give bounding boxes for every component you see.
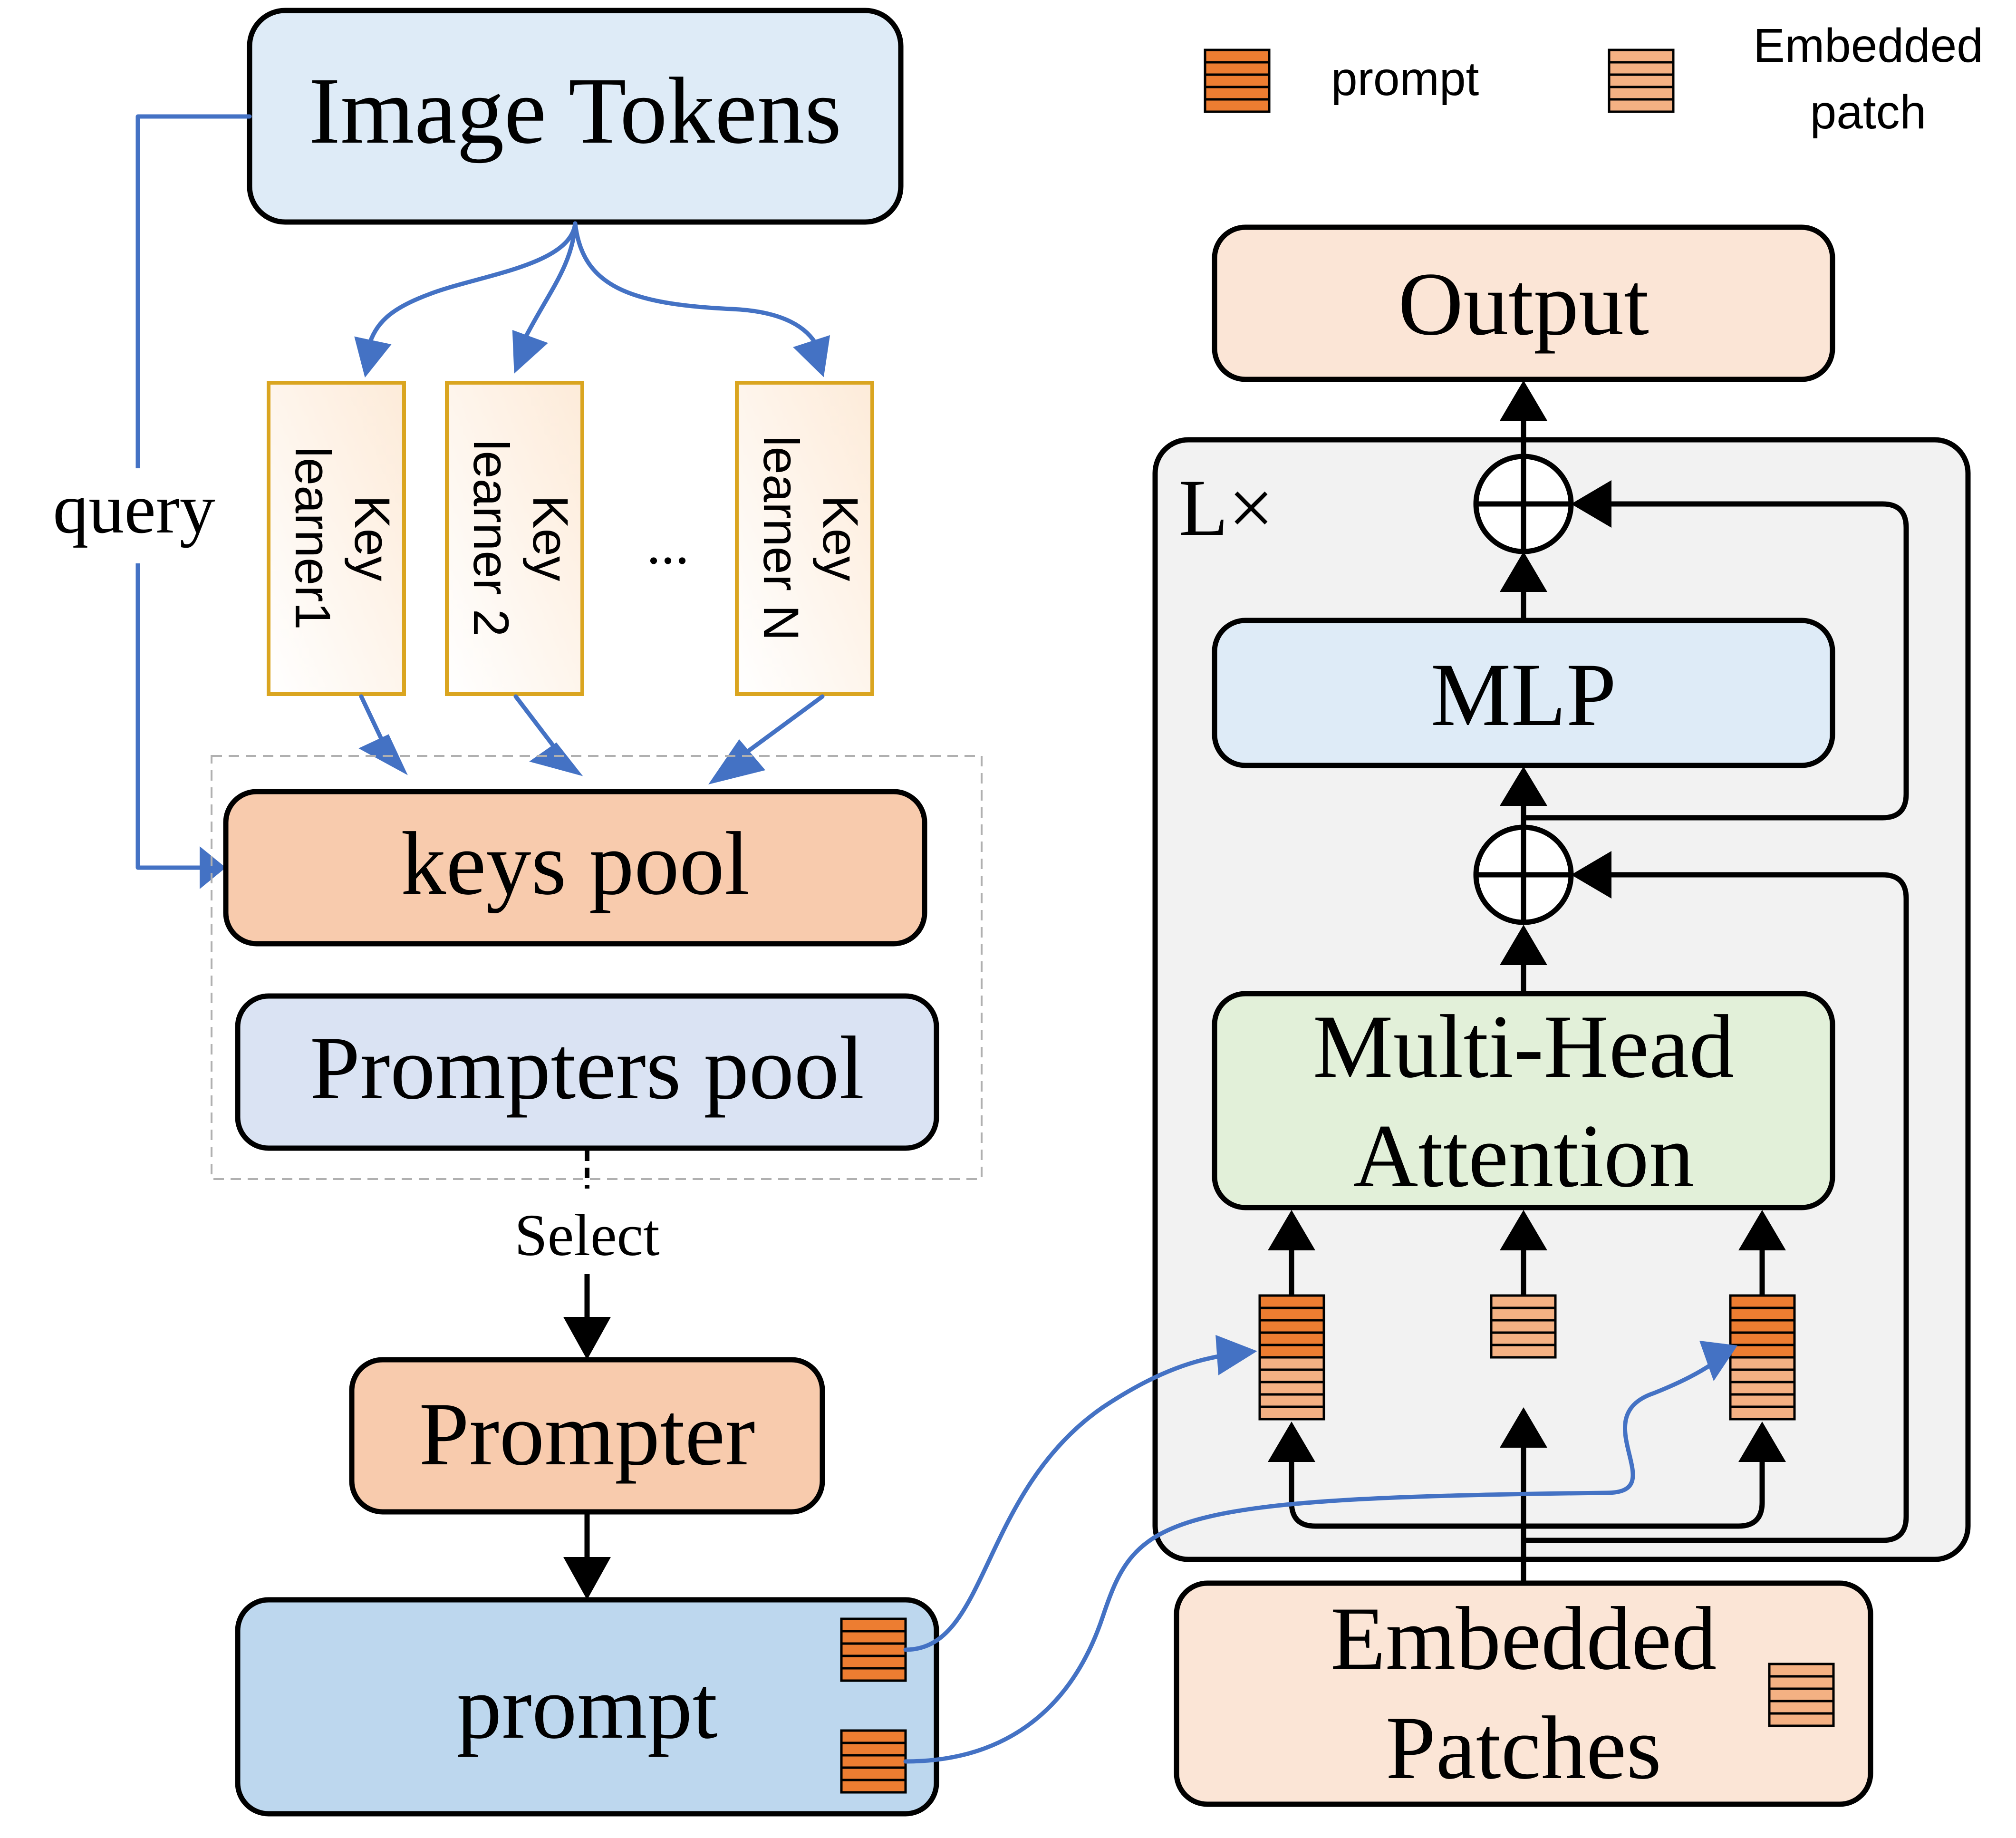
patch-feed-arrows xyxy=(1268,1407,1786,1586)
prompt-box: prompt xyxy=(235,1597,939,1817)
prompt-box-token-bottom xyxy=(841,1731,906,1792)
add-node-top xyxy=(1473,454,1574,554)
prompters-pool: Prompters pool xyxy=(235,993,939,1151)
select-arrowhead xyxy=(563,1317,611,1360)
legend-prompt-label: prompt xyxy=(1331,52,1479,106)
right-token-stack xyxy=(1729,1296,1796,1421)
image-tokens-block: Image Tokens xyxy=(247,8,904,225)
select-label: Select xyxy=(514,1203,659,1268)
prompt-routing-curves xyxy=(903,1335,1737,1764)
image-to-key-learner-arrows xyxy=(354,221,830,378)
image-tokens-label: Image Tokens xyxy=(309,58,842,164)
key-learner-n-line1: Key xyxy=(812,495,868,581)
mlp-block: MLP xyxy=(1212,618,1835,768)
key-learner-n-line2: learner N xyxy=(753,435,809,641)
output-block: Output xyxy=(1212,224,1835,382)
legend-patch-label-line1: Embedded xyxy=(1753,19,1983,72)
key-learner-2-line2: learner 2 xyxy=(463,440,519,637)
key-learner-2: Key learner 2 xyxy=(445,381,584,696)
multi-head-attention-block: Multi-Head Attention xyxy=(1212,991,1835,1210)
keys-pool: keys pool xyxy=(223,789,927,947)
attention-residual-path xyxy=(1523,872,1909,1543)
key-learner-to-pool-arrows xyxy=(358,694,825,784)
keys-pool-label: keys pool xyxy=(401,814,750,914)
key-learner-1: Key learner1 xyxy=(267,381,406,696)
prompter-label: Prompter xyxy=(419,1384,755,1484)
left-token-stack xyxy=(1258,1296,1325,1421)
mlp-label: MLP xyxy=(1431,645,1617,745)
key-learner-ellipsis: ... xyxy=(646,513,689,576)
repeat-label: L× xyxy=(1179,463,1274,552)
prompt-box-label: prompt xyxy=(457,1658,718,1758)
token-to-attention-arrows xyxy=(1268,1210,1786,1296)
query-label: query xyxy=(53,469,215,548)
embedded-patches-label-line1: Embedded xyxy=(1331,1589,1717,1689)
prompters-pool-label: Prompters pool xyxy=(310,1018,864,1118)
output-label: Output xyxy=(1398,254,1649,354)
legend-patch-label-line2: patch xyxy=(1810,86,1927,139)
embedded-patches-block: Embedded Patches xyxy=(1174,1580,1873,1807)
embedded-patches-label-line2: Patches xyxy=(1386,1698,1661,1798)
attention-label-line2: Attention xyxy=(1353,1106,1694,1206)
prompter: Prompter xyxy=(349,1357,825,1515)
pools-group-outline xyxy=(211,755,983,1180)
key-learner-n: Key learner N xyxy=(735,381,874,696)
key-learner-1-line1: Key xyxy=(344,495,400,581)
embedded-patches-token xyxy=(1769,1664,1833,1726)
prompt-box-token-top xyxy=(841,1619,906,1681)
key-learner-2-line1: Key xyxy=(522,495,578,581)
attention-label-line1: Multi-Head xyxy=(1313,997,1734,1097)
legend: prompt Embedded patch xyxy=(1205,19,1983,139)
middle-patch-token xyxy=(1491,1296,1555,1357)
mlp-residual-path xyxy=(1521,501,1909,821)
legend-patch-swatch xyxy=(1609,50,1673,112)
add-node-bottom xyxy=(1473,824,1574,925)
key-learner-1-line2: learner1 xyxy=(285,446,340,629)
legend-prompt-swatch xyxy=(1205,50,1269,112)
to-output-arrowhead xyxy=(1500,380,1547,421)
prompter-arrowhead xyxy=(563,1557,611,1600)
